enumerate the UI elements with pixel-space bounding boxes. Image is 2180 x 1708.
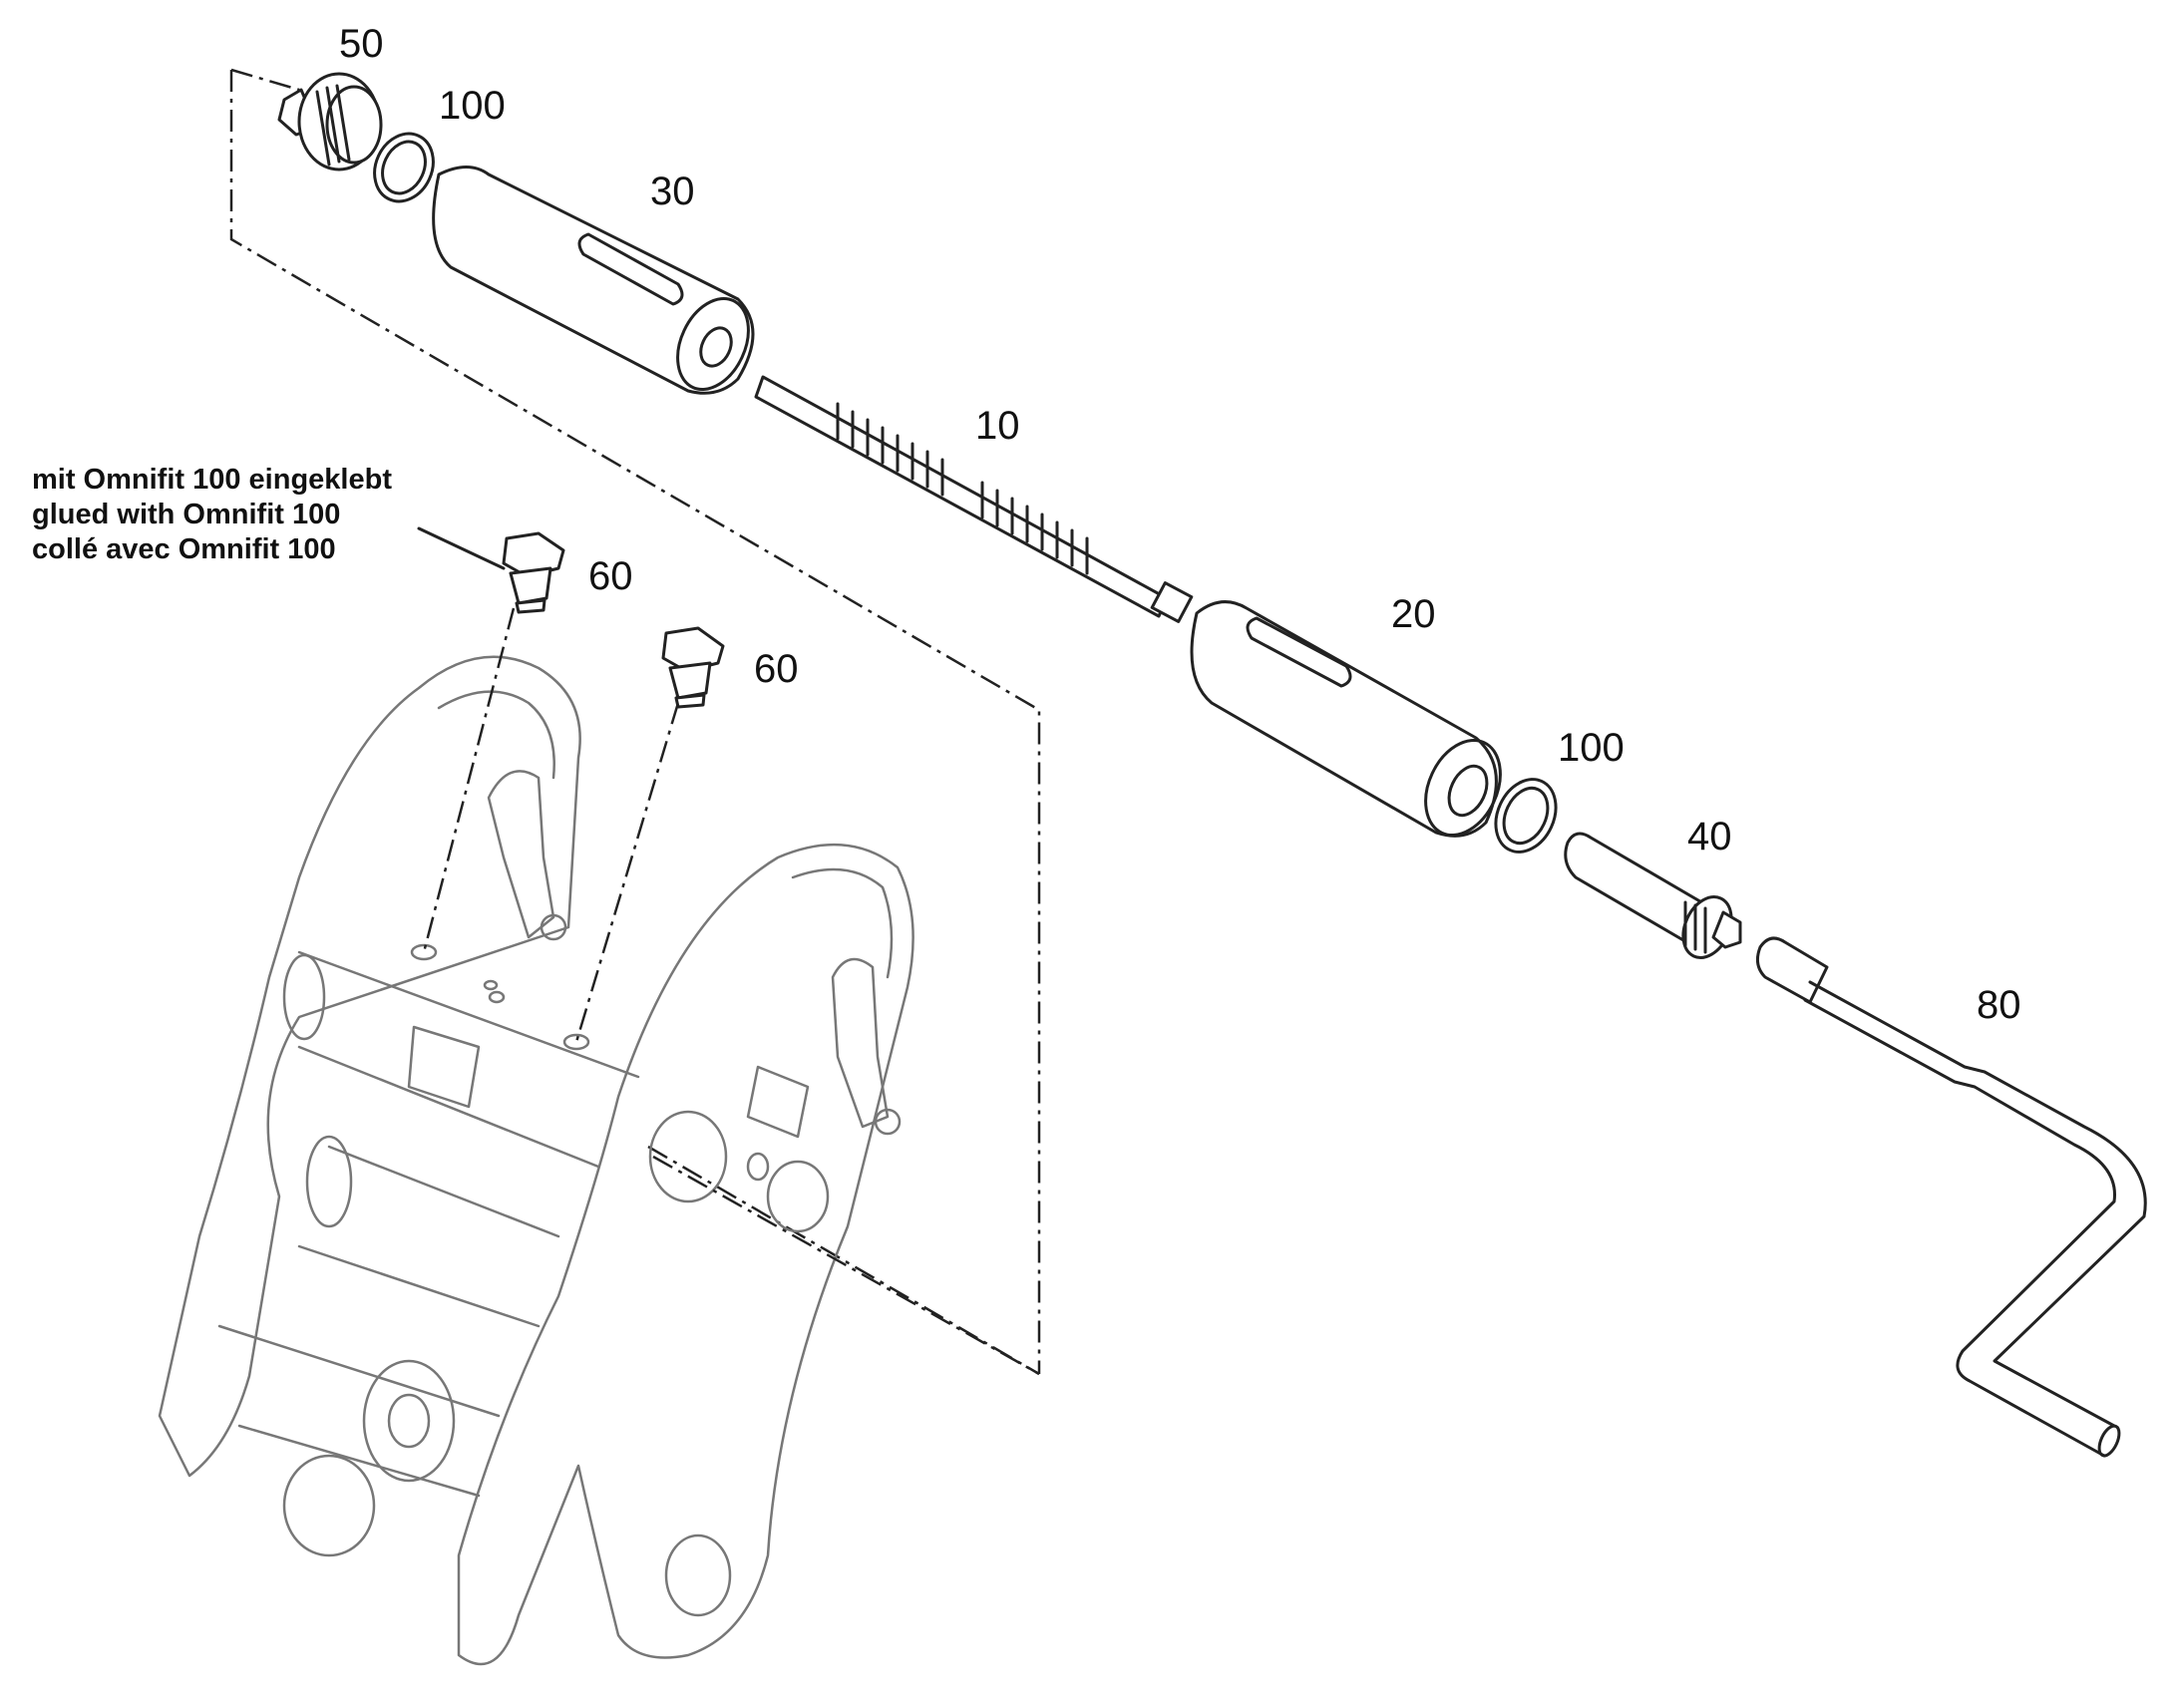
callout-100-top: 100 [439, 84, 506, 128]
part-10-spindle [754, 375, 1194, 623]
part-100-oring-right [1494, 778, 1558, 854]
part-60-screw-a [502, 531, 565, 614]
part-30-sleeve [432, 166, 755, 395]
note-line-en: glued with Omnifit 100 [32, 499, 341, 530]
note-line-fr: collé avec Omnifit 100 [32, 533, 336, 565]
coupler-bracket [158, 655, 914, 1666]
part-50-plug [277, 72, 383, 171]
callout-40: 40 [1687, 815, 1732, 858]
callout-100-right: 100 [1558, 726, 1625, 770]
adhesive-note: mit Omnifit 100 eingeklebt glued with Om… [32, 463, 392, 567]
note-leader-line [417, 526, 506, 570]
part-40-bolt [1564, 832, 1742, 959]
part-60-screw-b [661, 626, 725, 709]
callout-80: 80 [1977, 983, 2021, 1027]
callout-60-b: 60 [754, 647, 799, 691]
part-20-sleeve [1190, 600, 1502, 838]
callout-30: 30 [650, 170, 695, 213]
part-80-crank [1755, 936, 2147, 1458]
callout-60-a: 60 [588, 554, 633, 598]
callout-10: 10 [975, 404, 1020, 448]
callout-50: 50 [339, 22, 384, 66]
callout-20: 20 [1391, 592, 1436, 636]
screw-axis-lines [422, 607, 1040, 1376]
note-line-de: mit Omnifit 100 eingeklebt [32, 464, 392, 496]
part-100-oring-top [373, 132, 435, 203]
